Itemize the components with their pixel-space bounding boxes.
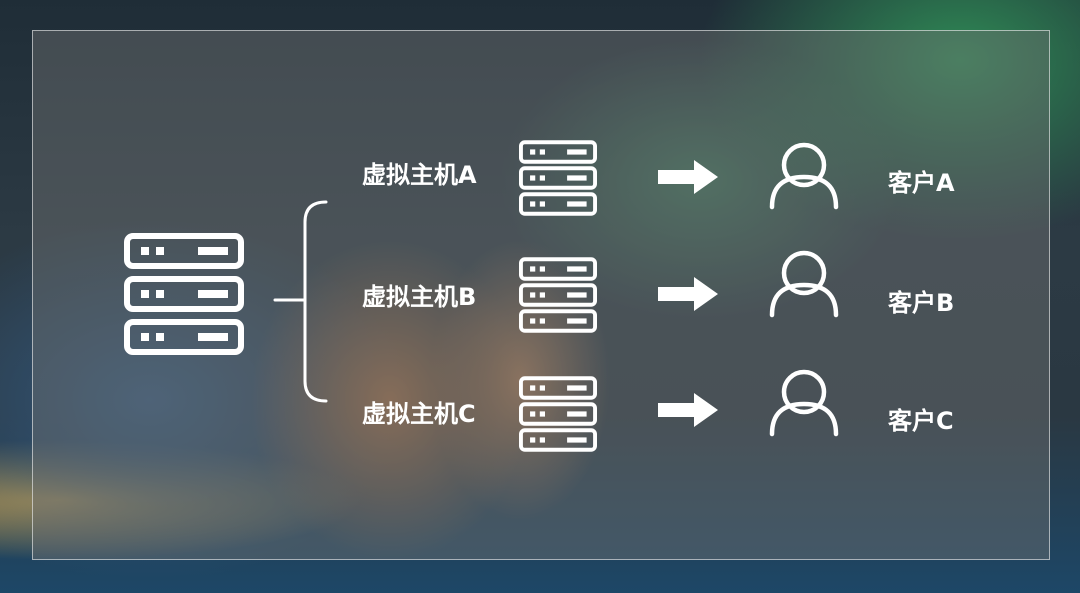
virtual-host-label-c: 虚拟主机C xyxy=(362,400,476,428)
client-label-b: 客户B xyxy=(888,289,955,317)
user-icon xyxy=(769,250,839,318)
virtual-host-label-a: 虚拟主机A xyxy=(362,161,477,189)
client-label-c: 客户C xyxy=(888,407,954,435)
virtual-server-icon xyxy=(521,142,595,214)
virtual-server-icon xyxy=(521,378,595,450)
arrow-right-icon xyxy=(658,393,718,427)
user-icon xyxy=(769,369,839,437)
virtual-host-label-b: 虚拟主机B xyxy=(362,283,477,311)
arrow-right-icon xyxy=(658,160,718,194)
arrow-right-icon xyxy=(658,277,718,311)
user-icon xyxy=(769,142,839,210)
physical-server-icon xyxy=(127,236,241,352)
bracket-connector xyxy=(273,200,328,403)
client-label-a: 客户A xyxy=(888,169,955,197)
virtual-server-icon xyxy=(521,259,595,331)
